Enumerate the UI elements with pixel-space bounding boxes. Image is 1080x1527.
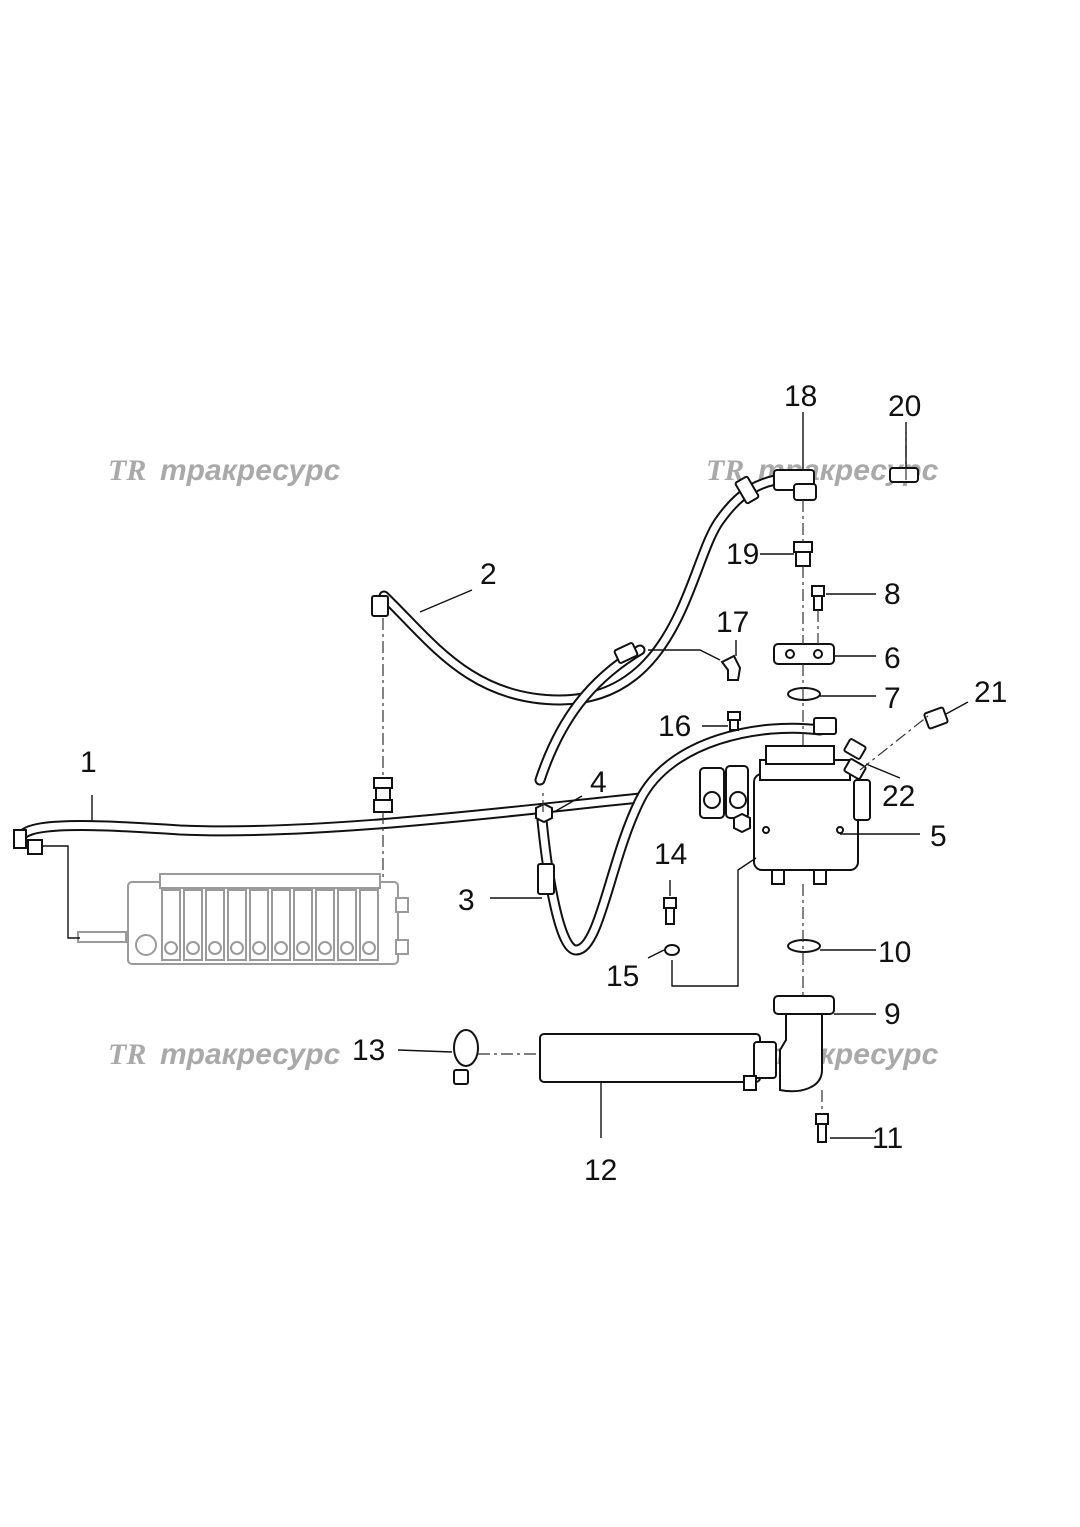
fitting-16	[727, 711, 741, 731]
elbow-17	[720, 654, 742, 681]
watermark-logo: TR	[108, 1038, 146, 1071]
callout-11: 11	[872, 1122, 903, 1155]
callout-3: 3	[458, 884, 475, 917]
watermark-bottom-left: TR тракресурс	[108, 1038, 341, 1071]
callout-2: 2	[480, 558, 497, 591]
watermark-text: тракресурс	[160, 454, 341, 487]
hose-branch	[534, 642, 721, 786]
valve-sections	[161, 889, 379, 961]
washer-15	[664, 944, 680, 956]
clamp-13	[453, 1029, 479, 1085]
control-valve-block	[77, 873, 409, 965]
bolt-14	[663, 897, 677, 925]
flange-6	[773, 643, 835, 665]
callout-19: 19	[726, 538, 759, 571]
o-ring-10	[787, 939, 821, 953]
callout-12: 12	[584, 1154, 617, 1187]
leader-lines	[91, 412, 969, 1139]
callout-5: 5	[930, 820, 947, 853]
nut-4	[535, 802, 553, 824]
flange-9	[773, 995, 835, 1093]
watermark-top-left: TR тракресурс	[108, 454, 341, 487]
callout-7: 7	[884, 682, 901, 715]
callout-4: 4	[590, 766, 607, 799]
fitting-22	[843, 738, 867, 780]
o-ring-7	[787, 687, 821, 701]
hose-2	[371, 472, 796, 706]
tube-12	[539, 1033, 777, 1091]
hose-3	[536, 717, 837, 956]
callout-9: 9	[884, 998, 901, 1031]
valve-ports	[135, 934, 376, 956]
callout-21: 21	[974, 676, 1007, 709]
fitting-19	[793, 541, 813, 567]
callout-1: 1	[80, 746, 97, 779]
pump-5	[699, 745, 871, 885]
callout-20: 20	[888, 390, 921, 423]
center-lines	[382, 432, 929, 1114]
bolt-11	[815, 1113, 829, 1143]
callout-10: 10	[878, 936, 911, 969]
callout-13: 13	[352, 1034, 385, 1067]
callout-18: 18	[784, 380, 817, 413]
callout-numbers: 1 2 3 4 5 6 7 8 9 10 11 12 13 14 15 16 1…	[80, 380, 1007, 1187]
callout-8: 8	[884, 578, 901, 611]
callout-6: 6	[884, 642, 901, 675]
watermark-logo: TR	[108, 454, 146, 487]
callout-14: 14	[654, 838, 687, 871]
callout-17: 17	[716, 606, 749, 639]
connector-20	[889, 467, 919, 483]
callout-16: 16	[658, 710, 691, 743]
tee-18	[773, 469, 817, 501]
bolt-8	[811, 585, 825, 611]
fitting-21	[923, 706, 949, 730]
watermark-text: тракресурс	[160, 1038, 341, 1071]
callout-15: 15	[606, 960, 639, 993]
fitting-adapter-left	[373, 777, 393, 813]
callout-22: 22	[882, 780, 915, 813]
